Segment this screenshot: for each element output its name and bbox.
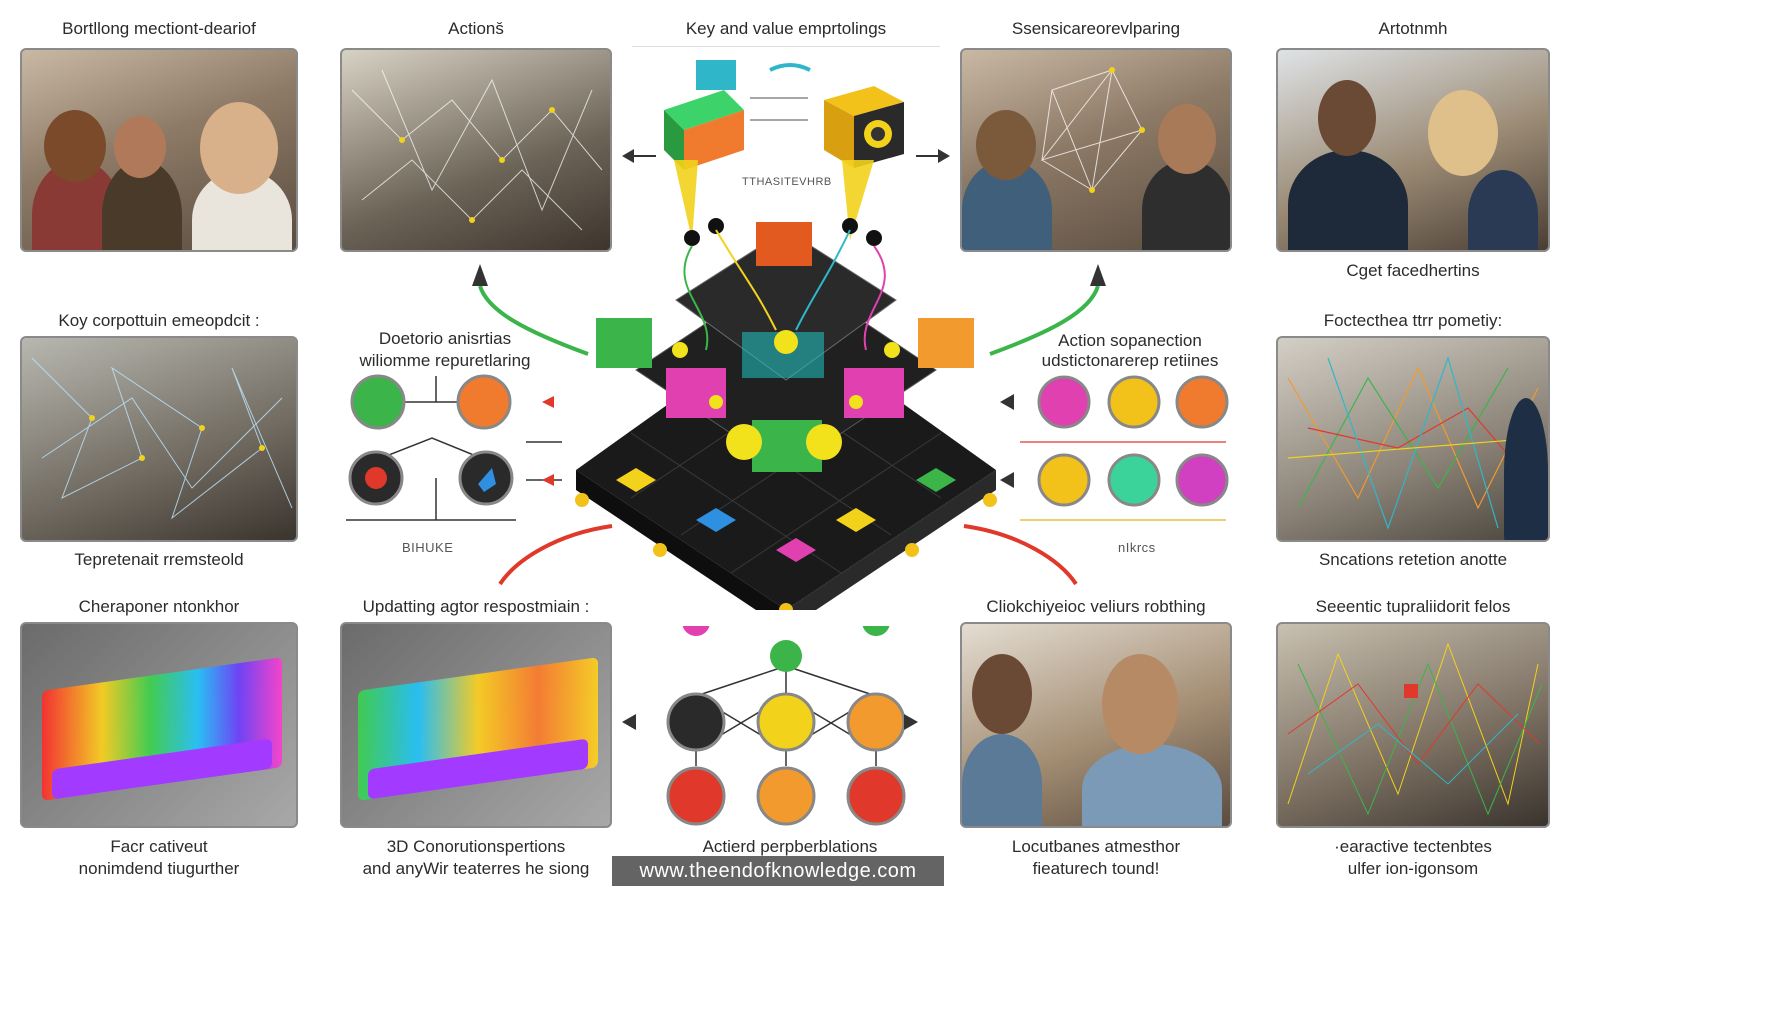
left-arrow-icon <box>622 149 656 163</box>
caption-bot-4-below-line1: Locutbanes atmesthor <box>1011 837 1181 856</box>
caption-bot-2-below-line1: 3D Conorutionspertions <box>386 837 566 856</box>
caption-bot-1-below-line2: nonimdend tiugurther <box>78 859 240 878</box>
caption-bot-4-below-line2: fieaturech tound! <box>1032 859 1160 878</box>
photo-panel-mid-right <box>1276 336 1550 542</box>
caption-bot-5: Seeentic tupraliidorit felos <box>1315 597 1511 616</box>
caption-mid-right-1-line2: udstictonarerep retiines <box>1041 351 1219 370</box>
magenta-cube-icon <box>666 368 726 418</box>
right-arrow-icon <box>916 149 950 163</box>
caption-mid-right-2: Foctecthea ttrr pometiy: <box>1323 311 1503 330</box>
caption-bot-4: Cliokchiyeioc veliurs robthing <box>986 597 1206 616</box>
caption-mid-left-2-line1: Doetorio anisrtias <box>378 329 512 348</box>
caption-top-4: Ssensicareorevlparing <box>1011 19 1181 38</box>
caption-top-5-below: Cget facedhertins <box>1346 261 1480 280</box>
caption-bot-center: Actierd perpberblations <box>702 837 878 856</box>
bottom-node-diagram <box>622 626 918 826</box>
magenta-node-icon <box>1037 375 1091 429</box>
yellow-node-icon-2 <box>1037 453 1091 507</box>
yellow-node-icon <box>1107 375 1161 429</box>
caption-mid-left-2-line2: wiliomme repuretlaring <box>359 351 531 370</box>
left-node-cluster <box>346 374 562 521</box>
watermark-link[interactable]: www.theendofknowledge.com <box>612 856 944 886</box>
green-cube-icon <box>596 318 652 368</box>
photo-panel-top-5 <box>1276 48 1550 252</box>
yellow-cube-node-icon <box>756 692 816 752</box>
photo-panel-bot-4 <box>960 622 1232 828</box>
caption-bot-1: Cheraponer ntonkhor <box>78 597 240 616</box>
caption-mid-left-1: Koy corpottuin emeopdcit : <box>58 311 260 330</box>
caption-bot-5-below-line2: ulfer ion-igonsom <box>1347 859 1479 878</box>
photo-panel-top-1 <box>20 48 298 252</box>
orange-bottom-node-icon <box>756 766 816 826</box>
green-curve-arrow-left <box>472 264 589 356</box>
caption-bot-2: Updatting agtor respostmiain : <box>362 597 590 616</box>
photo-panel-mid-left <box>20 336 298 542</box>
magenta-cube-icon-2 <box>844 368 904 418</box>
caption-bot-1-below-line1: Facr cativeut <box>110 837 208 856</box>
transformer-label: TTHASITEVHRB <box>742 176 832 188</box>
red-node-icon-2 <box>846 766 906 826</box>
central-transformer-graphic <box>575 60 997 610</box>
caption-top-1: Bortllong mectiont-deariof <box>62 19 256 38</box>
orange-cube-icon <box>918 318 974 368</box>
purple-node-icon <box>1175 453 1229 507</box>
heatmap-panel-1 <box>20 622 298 828</box>
teal-node-icon <box>1107 453 1161 507</box>
right-node-label: nIkrcs <box>1118 540 1156 555</box>
photo-panel-top-2 <box>340 48 612 252</box>
caption-mid-right-2-below: Sncations retetion anotte <box>1318 550 1508 569</box>
red-node-icon <box>666 766 726 826</box>
orange-cube-node-icon <box>846 692 906 752</box>
photo-panel-bot-5 <box>1276 622 1550 828</box>
caption-top-center: Key and value emprtolings <box>685 19 887 38</box>
orange-node-icon <box>456 374 512 430</box>
orange-top-cube-icon <box>756 222 812 266</box>
heatmap-panel-2 <box>340 622 612 828</box>
value-cube-icon <box>824 86 904 168</box>
caption-mid-left-1-below: Tepretenait rremsteold <box>74 550 244 569</box>
caption-bot-2-below-line2: and anyWir teaterres he siong <box>362 859 590 878</box>
caption-bot-5-below-line1: ·earactive tectenbtes <box>1334 837 1492 856</box>
key-cube-icon <box>664 60 744 170</box>
green-node-icon <box>350 374 406 430</box>
green-curve-arrow-right <box>989 264 1106 356</box>
divider <box>632 46 940 47</box>
orange-node-icon-right <box>1175 375 1229 429</box>
photo-panel-top-4 <box>960 48 1232 252</box>
red-curve-right <box>963 524 1078 586</box>
red-curve-left <box>498 524 613 586</box>
caption-top-2: Actions̆ <box>448 19 504 38</box>
caption-mid-right-1-line1: Action sopanection <box>1058 331 1202 350</box>
dark-cube-node-icon <box>666 692 726 752</box>
caption-top-5: Artotnmh <box>1378 19 1448 38</box>
right-node-cluster <box>1000 375 1229 521</box>
left-node-label: BIHUKE <box>402 540 454 555</box>
